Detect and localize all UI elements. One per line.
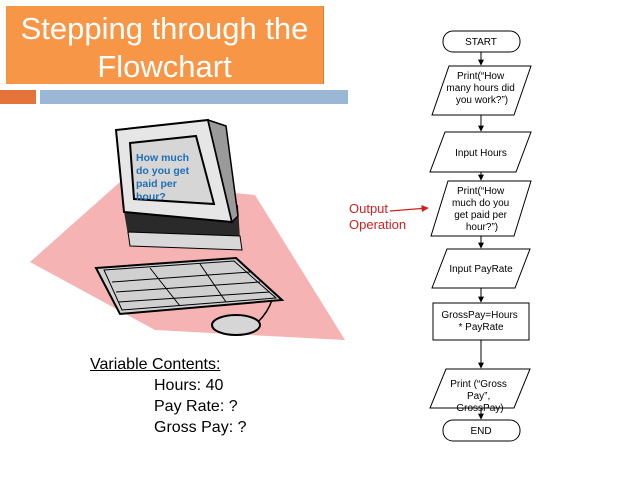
- grosspay-process-shape: [432, 302, 530, 341]
- step1-line: you work?”): [456, 95, 508, 106]
- step3-line: Print(“How: [457, 186, 505, 197]
- print-payrate-prompt-shape: [430, 180, 532, 237]
- screen-line: do you get: [136, 165, 190, 177]
- print-hours-prompt-shape: [431, 65, 532, 116]
- step5-line: * PayRate: [458, 322, 503, 333]
- step1-line: many hours did: [446, 83, 514, 94]
- print-hours-prompt-text: Print(“How many hours did you work?”): [446, 71, 517, 106]
- accent-bar-orange: [0, 90, 36, 104]
- computer-clipart-icon: [30, 118, 345, 340]
- input-payrate-shape: [431, 248, 531, 289]
- screen-line: How much: [136, 152, 190, 164]
- step1-line: Print(“How: [457, 71, 505, 82]
- step3-line: much do you: [452, 198, 509, 209]
- step3-line: get paid per: [454, 210, 507, 221]
- step6-line: GrossPay): [456, 403, 503, 414]
- monitor-screen-text: How much do you get paid per hour?: [136, 152, 194, 204]
- start-label: START: [465, 37, 497, 48]
- screen-line: hour?: [136, 191, 166, 203]
- start-terminal: [442, 30, 521, 53]
- slide-title: Stepping through the Flowchart: [6, 10, 323, 86]
- variable-payrate: Pay Rate: ?: [154, 398, 238, 415]
- variable-contents: Variable Contents: Hours: 40 Pay Rate: ?…: [90, 354, 246, 438]
- accent-bar-blue: [40, 90, 348, 104]
- input-hours-text: Input Hours: [455, 148, 507, 159]
- output-operation-line1: Output: [349, 201, 389, 216]
- variable-grosspay: Gross Pay: ?: [154, 419, 247, 436]
- print-grosspay-text: Print (“Gross Pay”, GrossPay): [450, 379, 509, 414]
- mouse-icon: [211, 314, 261, 336]
- print-payrate-prompt-text: Print(“How much do you get paid per hour…: [452, 186, 512, 233]
- input-hours-shape: [429, 131, 532, 173]
- output-operation-line2: Operation: [349, 217, 407, 232]
- slide-title-line2: Flowchart: [97, 49, 232, 84]
- flowchart: START Print(“How many hours did you work…: [429, 30, 532, 442]
- variable-contents-heading: Variable Contents:: [90, 356, 221, 373]
- end-terminal: [442, 419, 521, 442]
- step6-line: Pay”,: [467, 391, 490, 402]
- end-label: END: [470, 426, 491, 437]
- grosspay-process-text: GrossPay=Hours * PayRate: [441, 310, 520, 333]
- title-box: Stepping through the Flowchart: [6, 6, 324, 84]
- screen-line: paid per: [136, 178, 177, 190]
- monitor-screen: [128, 134, 216, 206]
- variable-hours: Hours: 40: [154, 377, 224, 394]
- input-payrate-text: Input PayRate: [449, 264, 513, 275]
- print-grosspay-shape: [429, 368, 531, 409]
- annotation-arrow: [389, 204, 429, 213]
- output-operation-label: Output Operation: [349, 201, 406, 233]
- step6-line: Print (“Gross: [450, 379, 507, 390]
- step3-line: hour?”): [466, 222, 498, 233]
- step5-line: GrossPay=Hours: [441, 310, 517, 321]
- slide-title-line1: Stepping through the: [20, 11, 309, 46]
